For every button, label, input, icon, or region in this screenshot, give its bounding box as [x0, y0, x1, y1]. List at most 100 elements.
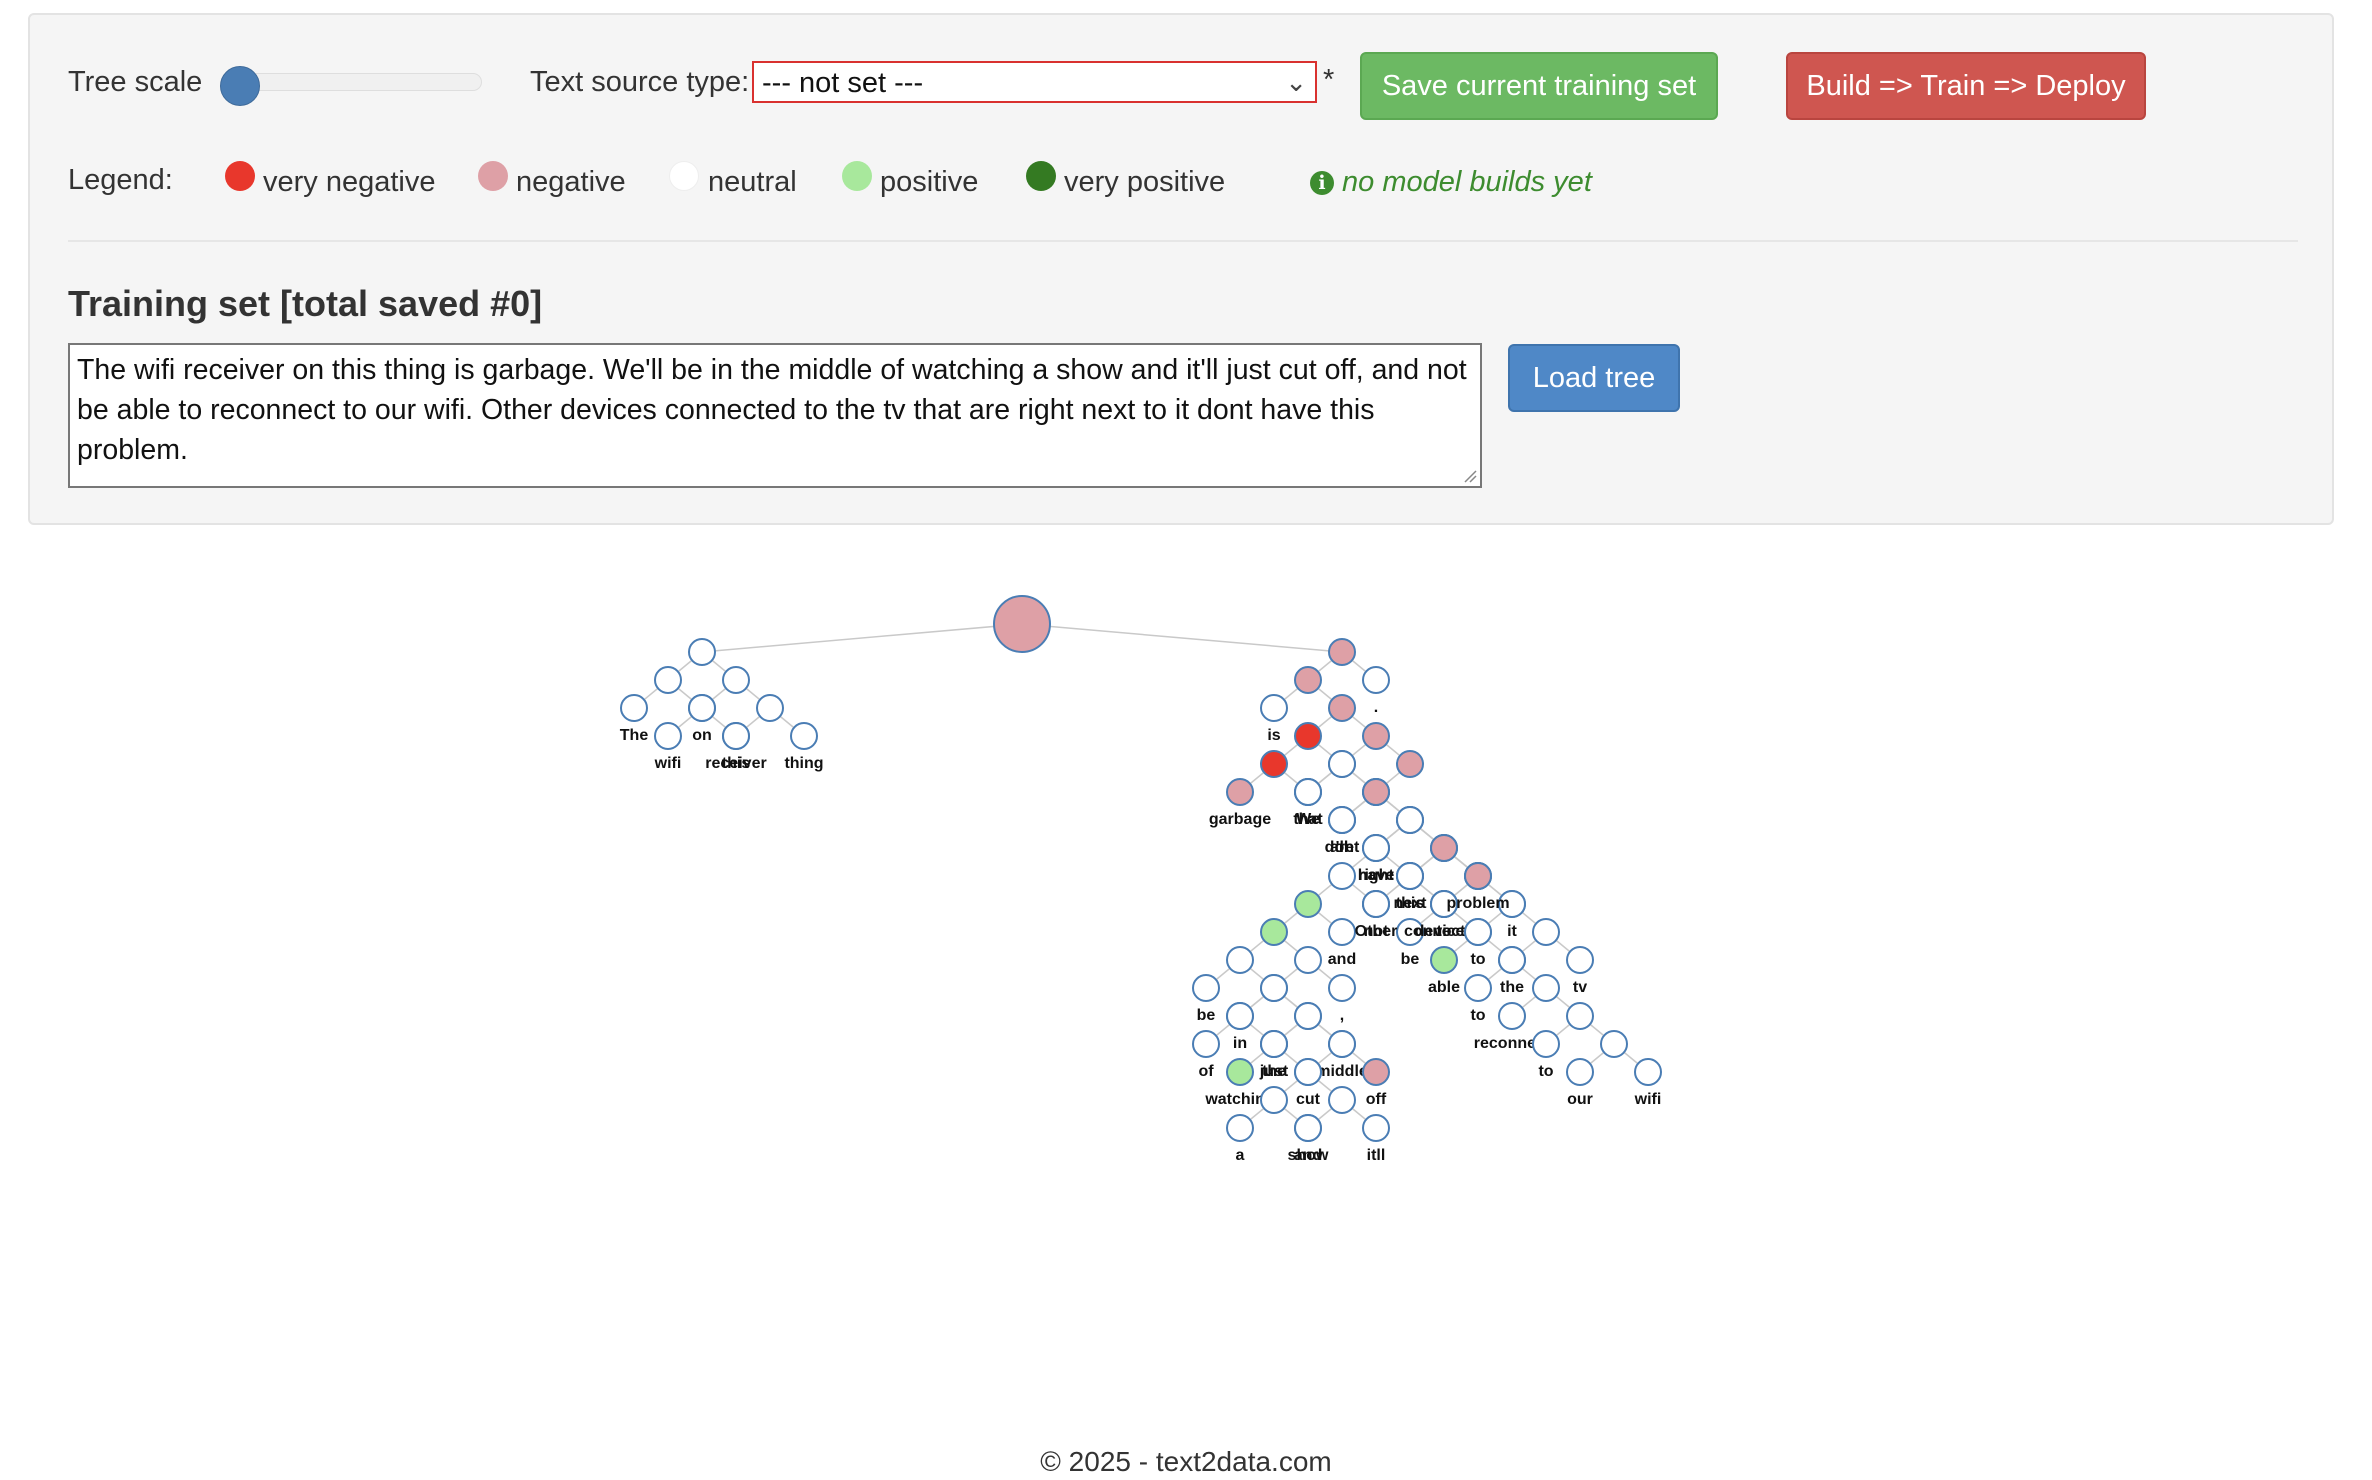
tree-node[interactable] — [1294, 1058, 1322, 1086]
tree-word-label: it — [1507, 923, 1517, 940]
text-source-select[interactable]: --- not set --- ⌄ — [752, 61, 1317, 103]
tree-node[interactable] — [1566, 1002, 1594, 1030]
tree-node[interactable] — [654, 666, 682, 694]
tree-node[interactable] — [1498, 1002, 1526, 1030]
tree-word-label: and — [1328, 951, 1356, 968]
tree-node[interactable] — [722, 666, 750, 694]
resize-handle-icon[interactable] — [1463, 469, 1477, 483]
tree-node[interactable] — [1294, 778, 1322, 806]
tree-node[interactable] — [1260, 694, 1288, 722]
tree-word-label: not — [1364, 923, 1390, 940]
tree-node[interactable] — [1260, 974, 1288, 1002]
tree-node[interactable] — [1328, 862, 1356, 890]
tree-word-label: of — [1198, 1063, 1214, 1080]
tree-node[interactable] — [1600, 1030, 1628, 1058]
tree-node[interactable] — [1328, 694, 1356, 722]
build-train-deploy-button[interactable]: Build => Train => Deploy — [1786, 52, 2146, 120]
tree-node[interactable] — [1430, 890, 1458, 918]
tree-word-label: Other — [1355, 923, 1398, 940]
tree-node[interactable] — [1464, 918, 1492, 946]
tree-word-label: dont — [1325, 839, 1360, 856]
tree-node[interactable] — [1294, 1002, 1322, 1030]
tree-word-label: connected — [1404, 923, 1484, 940]
tree-node[interactable] — [1396, 862, 1424, 890]
tree-node[interactable] — [1396, 918, 1424, 946]
tree-edge — [1021, 623, 1343, 653]
tree-node[interactable] — [1328, 1030, 1356, 1058]
tree-node[interactable] — [1328, 1086, 1356, 1114]
tree-node[interactable] — [1396, 750, 1424, 778]
tree-word-label: right — [1358, 867, 1394, 884]
tree-word-label: able — [1428, 979, 1460, 996]
legend-negative-label: negative — [516, 166, 626, 198]
tree-node[interactable] — [1192, 974, 1220, 1002]
tree-node[interactable] — [1260, 1086, 1288, 1114]
tree-node[interactable] — [1226, 778, 1254, 806]
legend-very-negative-label: very negative — [263, 166, 436, 198]
tree-node[interactable] — [1260, 918, 1288, 946]
tree-node[interactable] — [1532, 974, 1560, 1002]
tree-node[interactable] — [722, 722, 750, 750]
tree-node[interactable] — [1328, 750, 1356, 778]
tree-node[interactable] — [1362, 890, 1390, 918]
chevron-down-icon: ⌄ — [1285, 67, 1307, 97]
tree-word-label: tv — [1573, 979, 1587, 996]
training-text-input[interactable]: The wifi receiver on this thing is garba… — [68, 343, 1482, 488]
legend-positive-label: positive — [880, 166, 979, 198]
tree-node[interactable] — [1362, 778, 1390, 806]
tree-node[interactable] — [1464, 862, 1492, 890]
tree-node[interactable] — [1294, 890, 1322, 918]
tree-node[interactable] — [1328, 638, 1356, 666]
tree-node[interactable] — [1362, 1114, 1390, 1142]
tree-node[interactable] — [1328, 806, 1356, 834]
tree-node[interactable] — [1294, 1114, 1322, 1142]
load-tree-button[interactable]: Load tree — [1508, 344, 1680, 412]
tree-node[interactable] — [1464, 974, 1492, 1002]
panel-divider — [68, 240, 2298, 242]
tree-node[interactable] — [1260, 750, 1288, 778]
tree-node[interactable] — [1362, 666, 1390, 694]
tree-node[interactable] — [1362, 722, 1390, 750]
tree-node[interactable] — [790, 722, 818, 750]
tree-node[interactable] — [1294, 666, 1322, 694]
tree-scale-slider-handle[interactable] — [220, 66, 260, 106]
tree-node[interactable] — [654, 722, 682, 750]
tree-node[interactable] — [1328, 918, 1356, 946]
tree-node[interactable] — [1430, 834, 1458, 862]
tree-node[interactable] — [1566, 1058, 1594, 1086]
tree-node[interactable] — [1532, 1030, 1560, 1058]
tree-node[interactable] — [1430, 946, 1458, 974]
tree-node[interactable] — [1226, 1114, 1254, 1142]
tree-node[interactable] — [688, 638, 716, 666]
tree-word-label: We — [1296, 811, 1320, 828]
tree-node[interactable] — [1498, 890, 1526, 918]
tree-word-label: this — [722, 755, 751, 772]
tree-node[interactable] — [620, 694, 648, 722]
tree-node[interactable] — [1192, 1030, 1220, 1058]
tree-node[interactable] — [1634, 1058, 1662, 1086]
tree-node[interactable] — [1498, 946, 1526, 974]
tree-word-label: to — [1436, 923, 1451, 940]
tree-root-node[interactable] — [993, 595, 1051, 653]
text-source-selected-value: --- not set --- — [762, 67, 924, 99]
tree-node[interactable] — [1362, 1058, 1390, 1086]
tree-word-label: receiver — [705, 755, 766, 772]
tree-node[interactable] — [1294, 946, 1322, 974]
tree-node[interactable] — [1294, 722, 1322, 750]
tree-node[interactable] — [1532, 918, 1560, 946]
tree-word-label: wifi — [654, 755, 682, 772]
tree-node[interactable] — [688, 694, 716, 722]
tree-node[interactable] — [1328, 974, 1356, 1002]
tree-node[interactable] — [756, 694, 784, 722]
tree-node[interactable] — [1226, 1058, 1254, 1086]
tree-node[interactable] — [1260, 1030, 1288, 1058]
tree-word-label: 'll — [1336, 839, 1349, 856]
model-status-text: no model builds yet — [1342, 166, 1592, 198]
tree-node[interactable] — [1226, 1002, 1254, 1030]
tree-node[interactable] — [1226, 946, 1254, 974]
tree-node[interactable] — [1362, 834, 1390, 862]
save-training-set-button[interactable]: Save current training set — [1360, 52, 1718, 120]
tree-node[interactable] — [1396, 806, 1424, 834]
tree-node[interactable] — [1566, 946, 1594, 974]
